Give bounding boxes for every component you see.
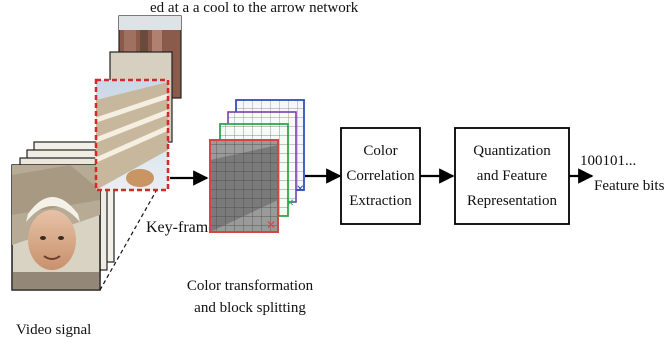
- key-frame-label: Key-frame: [146, 219, 215, 236]
- color-transform-label-line2: and block splitting: [194, 300, 306, 316]
- color-correlation-line2: Correlation: [346, 168, 415, 184]
- block-grid-image: ✕: [209, 139, 279, 233]
- top-cut-text: ed at a a cool to the arrow network: [150, 0, 359, 16]
- block-grid-stack: ✕ ✕ ✕: [209, 99, 305, 233]
- feature-bits-label: Feature bits: [594, 178, 665, 194]
- block-grid-x-mark: ✕: [266, 218, 276, 232]
- color-correlation-box: Color Correlation Extraction: [340, 127, 421, 225]
- quantization-line3: Representation: [467, 193, 557, 209]
- quantization-line1: Quantization: [473, 143, 551, 159]
- key-frame-highlight-border: [94, 78, 170, 192]
- block-grid-x-mark-green: ✕: [286, 198, 294, 209]
- key-frame-image: [94, 78, 170, 192]
- block-grid-x-mark-blue: ✕: [296, 184, 304, 195]
- video-signal-label: Video signal: [16, 322, 91, 338]
- color-correlation-line3: Extraction: [349, 193, 412, 209]
- key-frame-stack: [94, 15, 182, 192]
- color-correlation-line1: Color: [363, 143, 397, 159]
- color-transform-label-line1: Color transformation: [187, 278, 314, 294]
- feature-bits-value: 100101...: [580, 153, 636, 169]
- quantization-box: Quantization and Feature Representation: [454, 127, 570, 225]
- video-signal-stack: [11, 141, 115, 291]
- quantization-line2: and Feature: [477, 168, 548, 184]
- video-frame-image: [11, 164, 101, 291]
